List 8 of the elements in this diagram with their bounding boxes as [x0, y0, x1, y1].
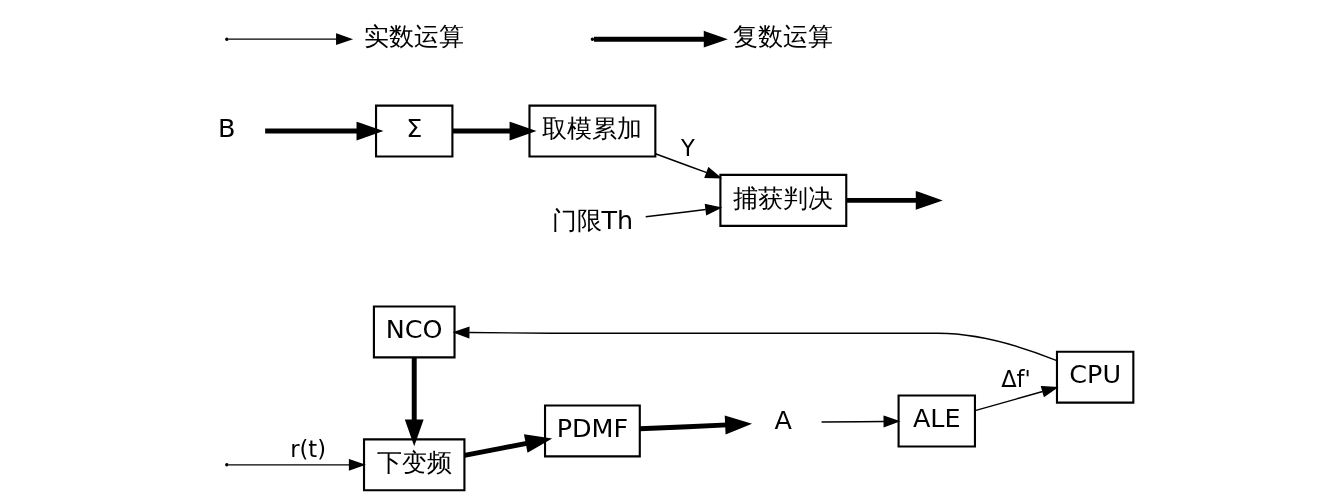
node-text: B: [217, 113, 236, 144]
edge-label: r(t): [289, 436, 326, 463]
node-text: A: [774, 404, 792, 435]
node-text: 门限Th: [551, 205, 633, 236]
legend-label: 复数运算: [732, 21, 833, 52]
edge-label: Y: [680, 135, 695, 162]
edge-label: Δf': [1000, 365, 1031, 392]
legend-label: 实数运算: [363, 21, 464, 52]
